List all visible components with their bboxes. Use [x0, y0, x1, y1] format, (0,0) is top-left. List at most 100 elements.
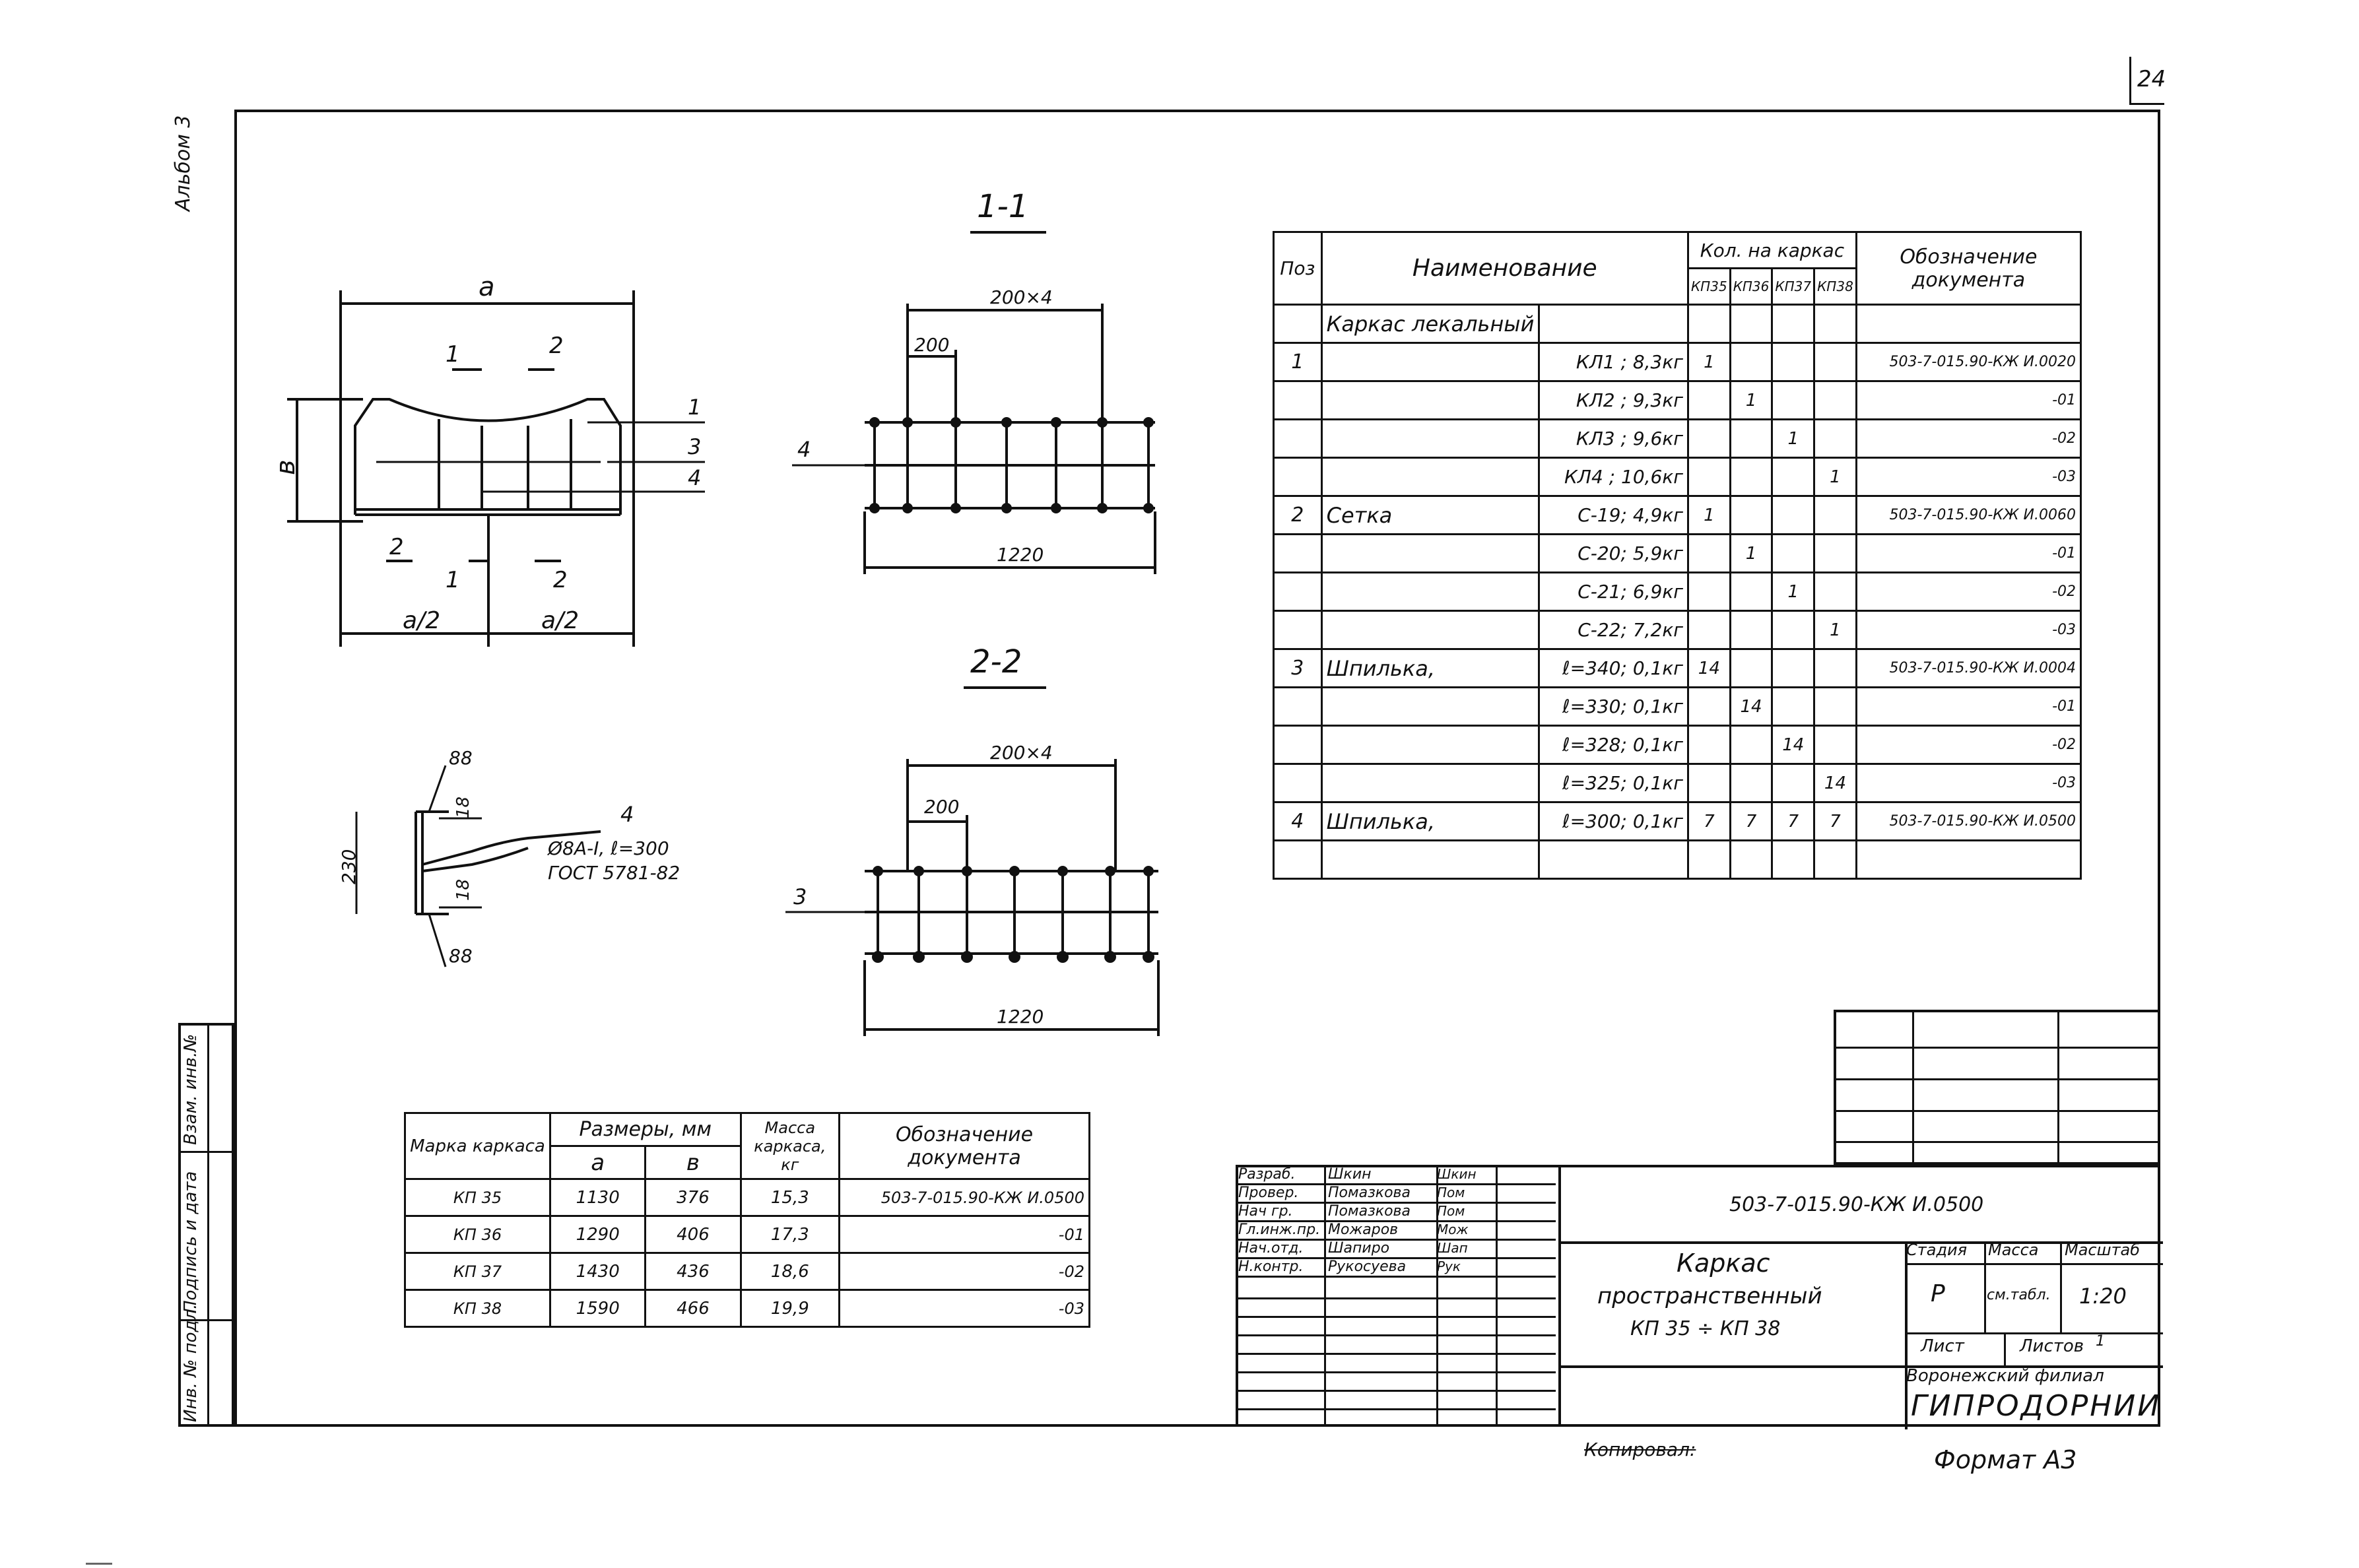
spec-header-col-kp35: КП35 — [1686, 267, 1731, 306]
plan-section-mark-2-left: 2 — [389, 534, 404, 560]
spec-cell-doc: -01 — [1855, 686, 2082, 727]
spec-cell-q-3 — [1813, 342, 1857, 382]
title-block-stage-label: Стадия — [1906, 1241, 1968, 1259]
plan-dim-a-half-right: а/2 — [541, 607, 579, 634]
spec-header-qty: Кол. на каркас — [1686, 231, 1857, 269]
spec-cell-q-2 — [1771, 533, 1816, 573]
dims-cell-doc: 503-7-015.90-КЖ И.0500 — [838, 1178, 1090, 1217]
title-block-org-line2: ГИПРОДОРНИИ — [1911, 1389, 2162, 1423]
spec-cell-pos — [1273, 725, 1323, 765]
drawing-frame — [234, 110, 2160, 1427]
spec-cell-pos: 3 — [1273, 648, 1323, 688]
spec-cell-doc: -02 — [1855, 418, 2082, 459]
spec-cell-q-2 — [1771, 342, 1816, 382]
table-row: ℓ=330; 0,1кг 14 -01 — [1273, 686, 2082, 727]
spec-cell-q-0: 7 — [1686, 801, 1731, 841]
pin-dim-88-bottom: 88 — [449, 945, 473, 967]
title-block-row-line — [1236, 1353, 1556, 1355]
title-block-scale-label: Масштаб — [2065, 1241, 2141, 1259]
spec-cell-item: КЛ1 ; 8,3кг — [1538, 342, 1689, 382]
spec-cell-q-3 — [1813, 648, 1857, 688]
title-block-role: Разраб. — [1238, 1166, 1296, 1183]
spec-cell-name — [1320, 610, 1541, 650]
spec-cell-q-0 — [1686, 457, 1731, 497]
title-block-name: Рукосуева — [1328, 1258, 1407, 1275]
pin-spec-line1: Ø8А-I, ℓ=300 — [547, 837, 669, 859]
spec-cell-doc: -01 — [1855, 533, 2082, 573]
spec-cell-item: ℓ=340; 0,1кг — [1538, 648, 1689, 688]
spec-cell-name — [1320, 686, 1541, 727]
dims-cell-mass: 19,9 — [739, 1289, 841, 1328]
title-block-row-line — [1236, 1276, 1556, 1278]
title-block-role: Н.контр. — [1238, 1258, 1304, 1275]
spec-cell-pos — [1273, 418, 1323, 459]
spec-cell-q-2: 1 — [1771, 418, 1816, 459]
spec-header-doc: Обозначение документа — [1855, 231, 2082, 306]
dims-table: Марка каркаса Размеры, мм Масса каркаса,… — [404, 1112, 1090, 1328]
title-block-scale: 1:20 — [2079, 1284, 2127, 1309]
spec-cell-pos — [1273, 572, 1323, 612]
dims-header-mass: Масса каркаса, кг — [739, 1112, 841, 1180]
dims-cell-mass: 17,3 — [739, 1215, 841, 1254]
spec-header-name: Наименование — [1320, 231, 1689, 306]
spec-cell-name — [1320, 533, 1541, 573]
section-1-1-dim-top: 200×4 — [990, 286, 1053, 308]
spec-cell-q-2: 14 — [1771, 725, 1816, 765]
spec-cell-q-0 — [1686, 418, 1731, 459]
spec-cell-q-1 — [1729, 610, 1774, 650]
title-block-row-line — [1236, 1297, 1556, 1299]
spec-cell-doc: -03 — [1855, 457, 2082, 497]
dims-cell-doc: -03 — [838, 1289, 1090, 1328]
section-1-1-callout: 4 — [797, 437, 811, 462]
dims-cell-mass: 15,3 — [739, 1178, 841, 1217]
section-2-2-dim-bottom: 1220 — [997, 1006, 1044, 1028]
spec-cell-item: ℓ=330; 0,1кг — [1538, 686, 1689, 727]
section-2-2-dim-top: 200×4 — [990, 742, 1053, 764]
spec-cell-pos — [1273, 533, 1323, 573]
spec-cell-item: С-21; 6,9кг — [1538, 572, 1689, 612]
dims-cell-b: 466 — [644, 1289, 742, 1328]
plan-dim-b: в — [277, 459, 301, 475]
title-block-org-line1: Воронежский филиал — [1906, 1366, 2104, 1386]
spec-cell-q-3 — [1813, 304, 1857, 344]
title-block-doc-code: 503-7-015.90-КЖ И.0500 — [1729, 1193, 1984, 1216]
spec-cell-pos — [1273, 380, 1323, 420]
spec-cell-q-2: 1 — [1771, 572, 1816, 612]
title-block-row-line — [1236, 1220, 1556, 1222]
spec-cell-q-3: 14 — [1813, 763, 1857, 803]
spec-cell-q-1: 14 — [1729, 686, 1774, 727]
spec-cell-q-3 — [1813, 380, 1857, 420]
spec-cell-item: С-19; 4,9кг — [1538, 495, 1689, 535]
section-2-2-drawing: 200×4 200 1220 3 — [785, 742, 1160, 1036]
spec-cell-name — [1320, 418, 1541, 459]
pin-dim-88-top: 88 — [449, 747, 473, 769]
section-2-2-callout: 3 — [793, 884, 807, 909]
table-row: КЛ3 ; 9,6кг 1 -02 — [1273, 418, 2082, 459]
spec-cell-q-2 — [1771, 610, 1816, 650]
spec-cell-q-1 — [1729, 418, 1774, 459]
side-stamp — [178, 1023, 234, 1427]
spec-cell-item: КЛ4 ; 10,6кг — [1538, 457, 1689, 497]
spec-cell-q-0 — [1686, 304, 1731, 344]
dims-cell-doc: -02 — [838, 1252, 1090, 1291]
spec-cell-name — [1320, 572, 1541, 612]
side-stamp-replacement: Взам. инв.№ — [181, 1033, 201, 1145]
title-block-role: Нач.отд. — [1238, 1240, 1304, 1257]
spec-header-pos: Поз — [1273, 231, 1323, 306]
plan-section-mark-2-bottom: 2 — [553, 567, 568, 593]
spec-cell-doc: 503-7-015.90-КЖ И.0500 — [1855, 801, 2082, 841]
dims-cell-b: 436 — [644, 1252, 742, 1291]
format-label: Формат А3 — [1934, 1445, 2077, 1474]
title-block-mass: см.табл. — [1987, 1287, 2051, 1303]
title-block-sig: Шап — [1437, 1240, 1468, 1256]
spec-cell-q-2 — [1771, 686, 1816, 727]
spec-header-col-kp36: КП36 — [1729, 267, 1774, 306]
spec-cell-q-1: 1 — [1729, 533, 1774, 573]
spec-cell-q-0 — [1686, 610, 1731, 650]
spec-cell-item: КЛ3 ; 9,6кг — [1538, 418, 1689, 459]
